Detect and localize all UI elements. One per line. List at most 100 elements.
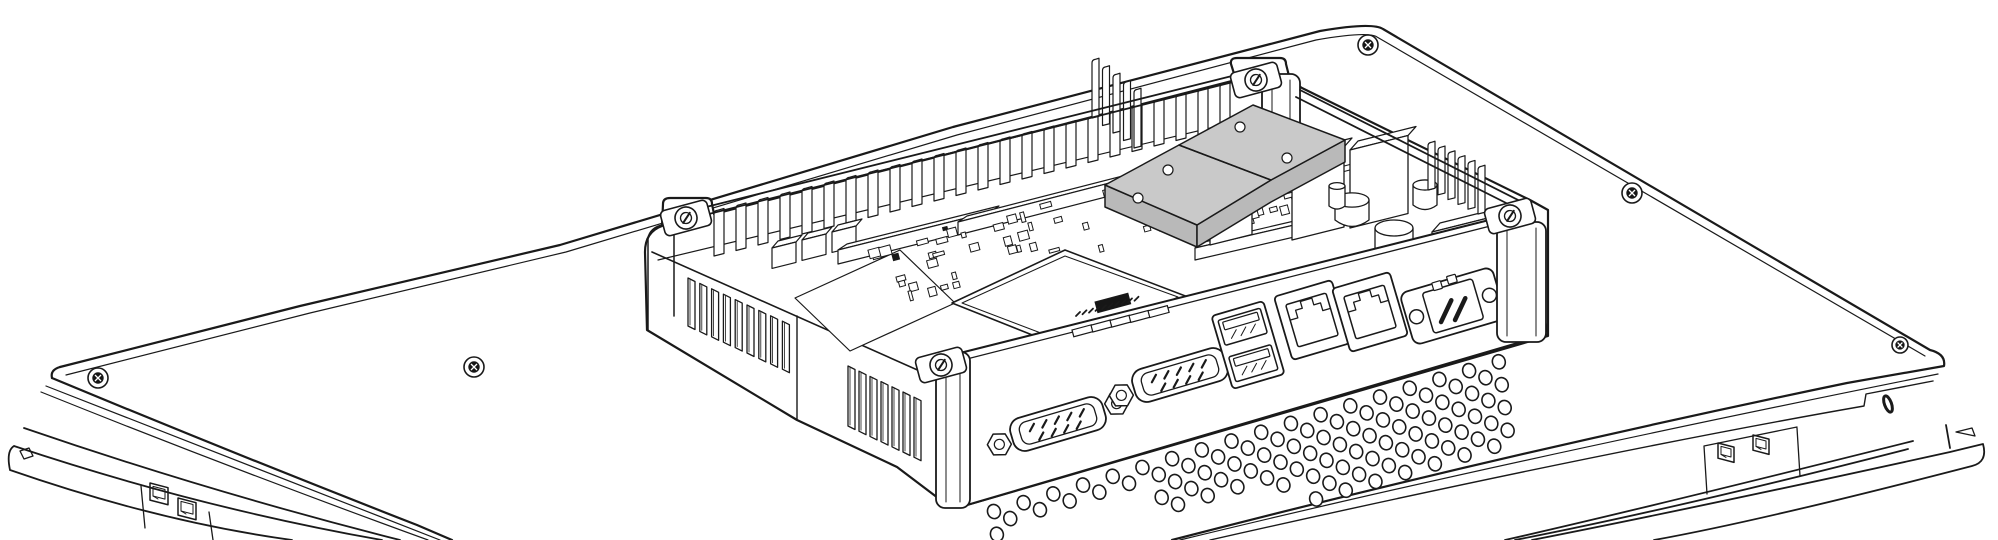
db9-pin [1041, 419, 1048, 429]
smd-part [1048, 246, 1061, 254]
db9-pin [1163, 370, 1170, 380]
box-right-rim [1299, 89, 1527, 205]
screw-slot [682, 211, 691, 224]
latch-square-inner [152, 485, 166, 500]
smd-part [907, 281, 920, 293]
perforation-hole [1164, 450, 1180, 467]
latch-square-inner [1755, 437, 1767, 450]
heatsink-fin [911, 158, 923, 208]
pcb-back-edge [657, 117, 1253, 261]
smd-part [945, 226, 959, 239]
capacitor-top [1374, 219, 1414, 237]
smd-part [1039, 200, 1053, 210]
perforation-hole [1481, 392, 1496, 409]
smd-part [1278, 204, 1291, 217]
perforation-hole [1032, 501, 1048, 518]
perforation-hole [1486, 438, 1502, 455]
perforation-hole [1002, 510, 1018, 527]
pin [1120, 299, 1127, 305]
perforation-hole [1408, 426, 1423, 442]
perforation-hole [1461, 362, 1477, 379]
heatsink-fin [977, 141, 989, 191]
vent-slot [710, 288, 720, 341]
perforation-hole [1343, 397, 1358, 414]
smd-part [950, 271, 958, 281]
rj45-contacts [1347, 289, 1390, 313]
panel-right-mounting-rail [1531, 424, 1986, 540]
vent-step [1147, 304, 1170, 319]
db9-pin [1050, 427, 1057, 438]
pin-fin [1101, 65, 1111, 127]
perforation-hole [1332, 436, 1348, 453]
pin [1107, 302, 1114, 309]
perforation-hole [1381, 457, 1397, 474]
db9-pin [1175, 366, 1183, 376]
db9-pin [1075, 420, 1082, 431]
perforation-hole [1167, 473, 1183, 490]
panel-screw [87, 367, 109, 389]
capacitor-top [1328, 181, 1346, 191]
pin [1133, 295, 1140, 302]
smd-part [992, 221, 1006, 233]
db9-pin [1078, 407, 1085, 418]
perforation-hole [1184, 480, 1199, 497]
ethernet-port [1331, 271, 1409, 353]
module-seam [1178, 144, 1272, 181]
perforation-holes [986, 353, 1515, 540]
perforation-hole [1276, 477, 1291, 493]
heatsink-fin [735, 202, 747, 252]
rail-notch [1955, 427, 1976, 437]
perforation-hole [1230, 478, 1245, 495]
pin-fin [1122, 80, 1132, 142]
perforation-hole [1200, 487, 1216, 504]
perforation-hole [1259, 470, 1275, 486]
perforation-hole [1365, 450, 1380, 467]
panel-screw [1891, 336, 1909, 354]
perforation-hole [1062, 493, 1077, 509]
perforation-hole [1484, 415, 1499, 432]
power-pin [1438, 297, 1454, 325]
perforation-hole [1389, 396, 1404, 412]
vent-slot [913, 396, 922, 462]
left-bracket [140, 485, 214, 540]
box-right-rim [1295, 96, 1523, 212]
smd-part [1028, 241, 1039, 253]
vent-slot [769, 315, 779, 368]
power-pin [1452, 295, 1468, 323]
box-back-rim [688, 78, 1246, 220]
screw-tab [1483, 197, 1537, 235]
perforation-hole [1289, 461, 1305, 478]
latch-square-inner [180, 500, 194, 515]
perforation-hole [1418, 387, 1434, 404]
db9-pin [1066, 411, 1073, 422]
screw-cross [470, 363, 478, 371]
smd-part [1097, 243, 1105, 253]
perforation-hole [1457, 447, 1472, 463]
perforation-hole [1424, 433, 1440, 449]
usb-hatch [1241, 360, 1267, 376]
pin [1081, 309, 1088, 316]
smd-part [951, 280, 961, 290]
module-hole [1281, 152, 1293, 164]
pin-fin [1112, 72, 1121, 134]
db9-pin [1200, 358, 1207, 369]
smd-part [1002, 235, 1014, 247]
perforation-hole [1135, 459, 1150, 476]
smd-part [1081, 221, 1090, 231]
db9-pin [1160, 382, 1167, 393]
perforation-hole [1427, 455, 1443, 472]
vent-slot [880, 380, 889, 446]
db9-pin [1188, 362, 1195, 373]
perforation-hole [1286, 438, 1302, 455]
perforation-hole [1170, 496, 1186, 513]
perforation-hole [1213, 471, 1229, 488]
heatsink-fin [867, 169, 879, 219]
panel-screw [463, 356, 485, 378]
power-screw-hole [1408, 308, 1425, 325]
perforation-hole [1273, 454, 1288, 471]
perforation-hole [1392, 419, 1407, 435]
heatsink-fin [1043, 125, 1055, 175]
perforation-hole [1359, 404, 1374, 421]
perforation-hole [1322, 475, 1337, 492]
